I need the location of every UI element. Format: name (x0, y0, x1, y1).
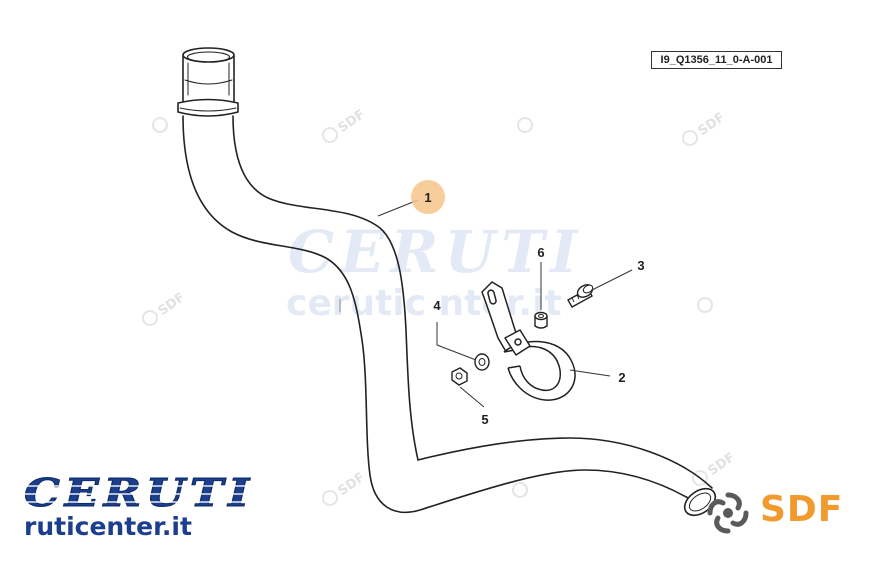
pipe-flange (177, 98, 239, 117)
callout-1-label: 1 (424, 190, 431, 205)
leader-line-1 (377, 199, 419, 217)
sdf-watermark-tile (152, 117, 168, 133)
sdf-watermark-tile: SDF (692, 450, 738, 486)
callout-1-highlight (411, 180, 445, 214)
leader-line-2 (569, 369, 611, 377)
callout-2-label: 2 (618, 370, 625, 385)
spacer-part-6 (534, 311, 548, 329)
bolt-part-3 (567, 284, 594, 308)
svg-text:SDF: SDF (156, 290, 188, 319)
svg-text:SDF: SDF (336, 107, 368, 136)
washer-part-4 (474, 353, 490, 371)
leader-line-3 (591, 269, 633, 291)
sdf-logo-icon (707, 492, 749, 534)
ceruti-site-text: ruticenter.it (24, 512, 192, 541)
svg-text:SDF: SDF (696, 110, 728, 139)
pipe-outer-edge (182, 115, 689, 514)
watermark-wordmark: CERUTI (288, 218, 583, 286)
watermark-layer: CERUTI cerutic nter.it (286, 218, 583, 324)
callout-1: 1 (411, 180, 445, 214)
pipe-inner-edge (232, 115, 713, 489)
watermark-site: cerutic nter.it (286, 283, 562, 324)
sdf-brand-text: SDF (760, 489, 844, 530)
nut-part-5 (451, 367, 468, 386)
clamp-strap-inner (514, 345, 561, 392)
clamp-bracket-slot (487, 289, 497, 305)
leader-lines (377, 199, 633, 408)
pipe-outlet-fitting (182, 55, 235, 104)
sdf-watermark-tile: SDF (682, 110, 728, 146)
leader-line-5 (459, 386, 485, 408)
sdf-watermark-tile: SDF (322, 470, 368, 506)
callout-4-label: 4 (433, 298, 441, 313)
callout-6-label: 6 (537, 245, 544, 260)
sdf-watermark-tile: SDF (322, 107, 368, 143)
sdf-watermark-tile (512, 482, 528, 498)
sdf-watermark-tile (697, 297, 713, 313)
pipe-tail-opening (683, 487, 717, 517)
exhaust-pipe-part-1 (177, 47, 717, 517)
svg-text:SDF: SDF (706, 450, 738, 479)
svg-text:SDF: SDF (336, 470, 368, 499)
sdf-watermark-tile: SDF (142, 290, 188, 326)
pipe-clamp-part-2 (481, 281, 576, 401)
sdf-watermark-tile (517, 117, 533, 133)
leader-line-4 (436, 322, 477, 361)
pipe-outlet-inner-rim (186, 51, 231, 63)
ceruti-wordmark-logo: CERUTI (22, 474, 258, 514)
diagram-reference-code: I9_Q1356_11_0-A-001 (651, 51, 782, 69)
callout-5-label: 5 (481, 412, 488, 427)
callout-3-label: 3 (637, 258, 644, 273)
